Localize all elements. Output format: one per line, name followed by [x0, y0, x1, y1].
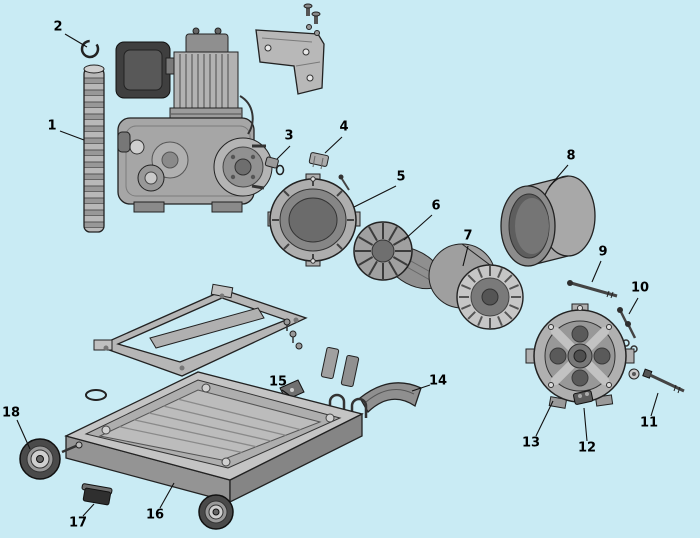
callout-8: 8: [566, 148, 576, 164]
snap-ring: [85, 389, 107, 401]
through-bolt: [628, 368, 685, 394]
callout-16: 16: [145, 507, 165, 523]
stator-core: [428, 243, 524, 330]
callout-17: 17: [68, 515, 88, 531]
strap-brackets: [320, 346, 368, 418]
end-bell-housing: [525, 303, 635, 409]
callout-4: 4: [339, 119, 349, 135]
rubber-cushion: [359, 382, 422, 414]
callout-14: 14: [428, 373, 448, 389]
callout-1: 1: [47, 118, 57, 134]
callout-9: 9: [598, 244, 608, 260]
callout-2: 2: [53, 19, 63, 35]
engine-assembly: [115, 27, 273, 213]
bracket-bolts: [303, 3, 321, 36]
base-frame: [64, 371, 364, 504]
engine-cradle-frame: [93, 283, 308, 377]
terminal-block: [573, 390, 594, 405]
screw-set: [617, 307, 638, 353]
callout-6: 6: [431, 198, 441, 214]
callout-7: 7: [463, 228, 473, 244]
flex-exhaust-tube: [83, 64, 105, 233]
leader-lines: [16, 33, 659, 517]
mounting-bracket: [255, 29, 325, 95]
callout-10: 10: [630, 280, 650, 296]
callout-15: 15: [268, 374, 288, 390]
callout-3: 3: [284, 128, 294, 144]
hex-nipple: [308, 152, 329, 170]
wheel-front: [198, 494, 234, 530]
front-housing-ring: [267, 173, 361, 267]
callout-18: 18: [1, 405, 21, 421]
long-stud: [567, 280, 618, 299]
callout-5: 5: [396, 169, 406, 185]
outer-sleeve: [500, 175, 596, 267]
callout-11: 11: [639, 415, 659, 431]
callout-12: 12: [577, 440, 597, 456]
clamp-ring: [80, 39, 100, 59]
callout-13: 13: [521, 435, 541, 451]
small-screw: [338, 174, 350, 191]
rotor-with-fan: [353, 221, 456, 297]
pipe-fitting: [264, 156, 285, 176]
rubber-foot: [81, 483, 113, 506]
